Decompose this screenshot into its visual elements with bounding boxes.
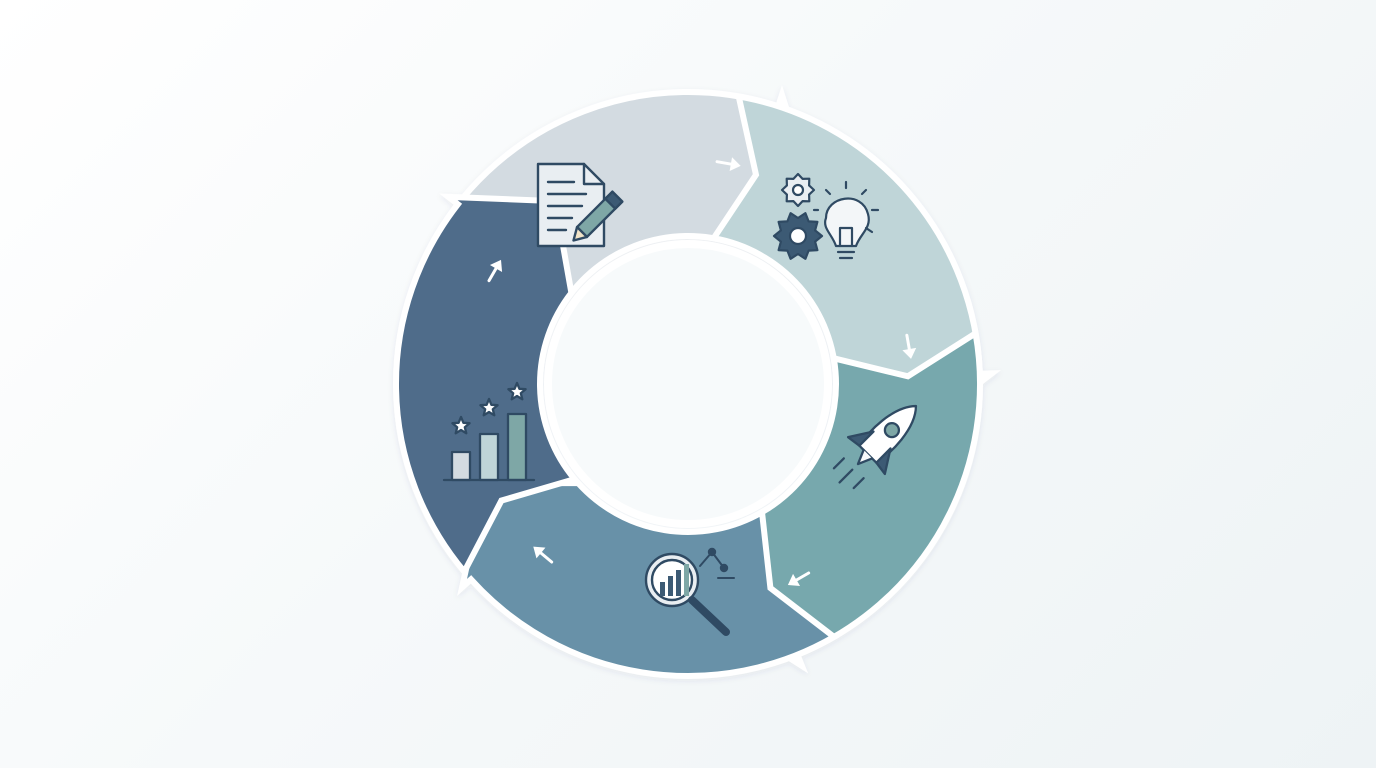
rated-bar-chart-icon	[442, 381, 536, 482]
direction-arrow-launch	[787, 571, 811, 587]
document-pencil-icon	[536, 162, 624, 248]
direction-arrow-improve	[487, 259, 503, 283]
rocket-icon	[832, 404, 918, 490]
magnifier-chart-icon	[644, 547, 735, 636]
gears-lightbulb-icon	[772, 172, 880, 260]
cycle-segment-improve	[393, 193, 580, 578]
direction-arrows	[487, 157, 917, 587]
direction-arrow-plan	[715, 157, 741, 171]
star-icon	[507, 381, 527, 401]
direction-arrow-analyze	[533, 546, 554, 564]
direction-arrow-ideate	[902, 333, 917, 359]
star-icon	[479, 397, 499, 417]
center-circle	[544, 240, 832, 528]
cycle-segments	[393, 85, 1002, 679]
star-icon	[451, 415, 471, 435]
